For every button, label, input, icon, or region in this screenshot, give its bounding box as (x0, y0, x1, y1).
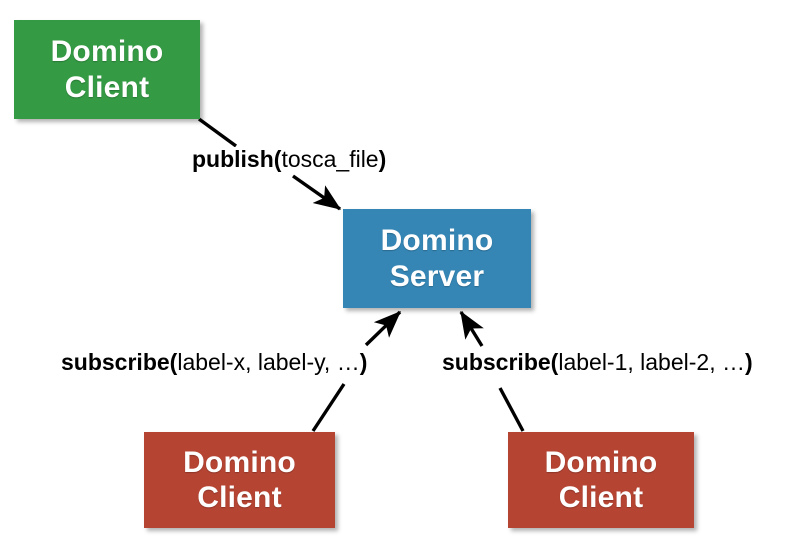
edge-label-subscribe-right: subscribe(label-1, label-2, …) (440, 350, 755, 375)
edge-label-fn: subscribe( (61, 349, 178, 375)
edge-label-close: ) (744, 349, 753, 375)
edge-label-close: ) (378, 146, 387, 172)
node-label-line1: Domino (50, 35, 164, 69)
edge-label-subscribe-left: subscribe(label-x, label-y, …) (59, 349, 370, 375)
node-label-line2: Client (197, 481, 282, 514)
node-domino-server[interactable]: Domino Server (343, 209, 531, 308)
edge-label-fn: subscribe( (442, 349, 559, 375)
edge-label-fn: publish( (192, 146, 282, 172)
edge-label-args: tosca_file (281, 146, 379, 172)
node-domino-client-subscriber-right[interactable]: Domino Client (508, 432, 694, 528)
node-label-line2: Server (389, 259, 485, 293)
node-label-line2: Client (558, 481, 644, 514)
node-label-line1: Domino (380, 224, 494, 258)
node-label-line1: Domino (544, 445, 658, 479)
node-label-line1: Domino (183, 445, 296, 479)
node-domino-client-subscriber-left[interactable]: Domino Client (144, 432, 335, 528)
edge-label-publish: publish(tosca_file) (190, 146, 389, 172)
node-domino-client-publisher[interactable]: Domino Client (14, 20, 200, 119)
edge-label-args: label-1, label-2, … (558, 349, 745, 375)
edge-label-close: ) (359, 349, 368, 375)
edge-label-args: label-x, label-y, … (177, 349, 360, 375)
node-label-line2: Client (64, 70, 150, 104)
